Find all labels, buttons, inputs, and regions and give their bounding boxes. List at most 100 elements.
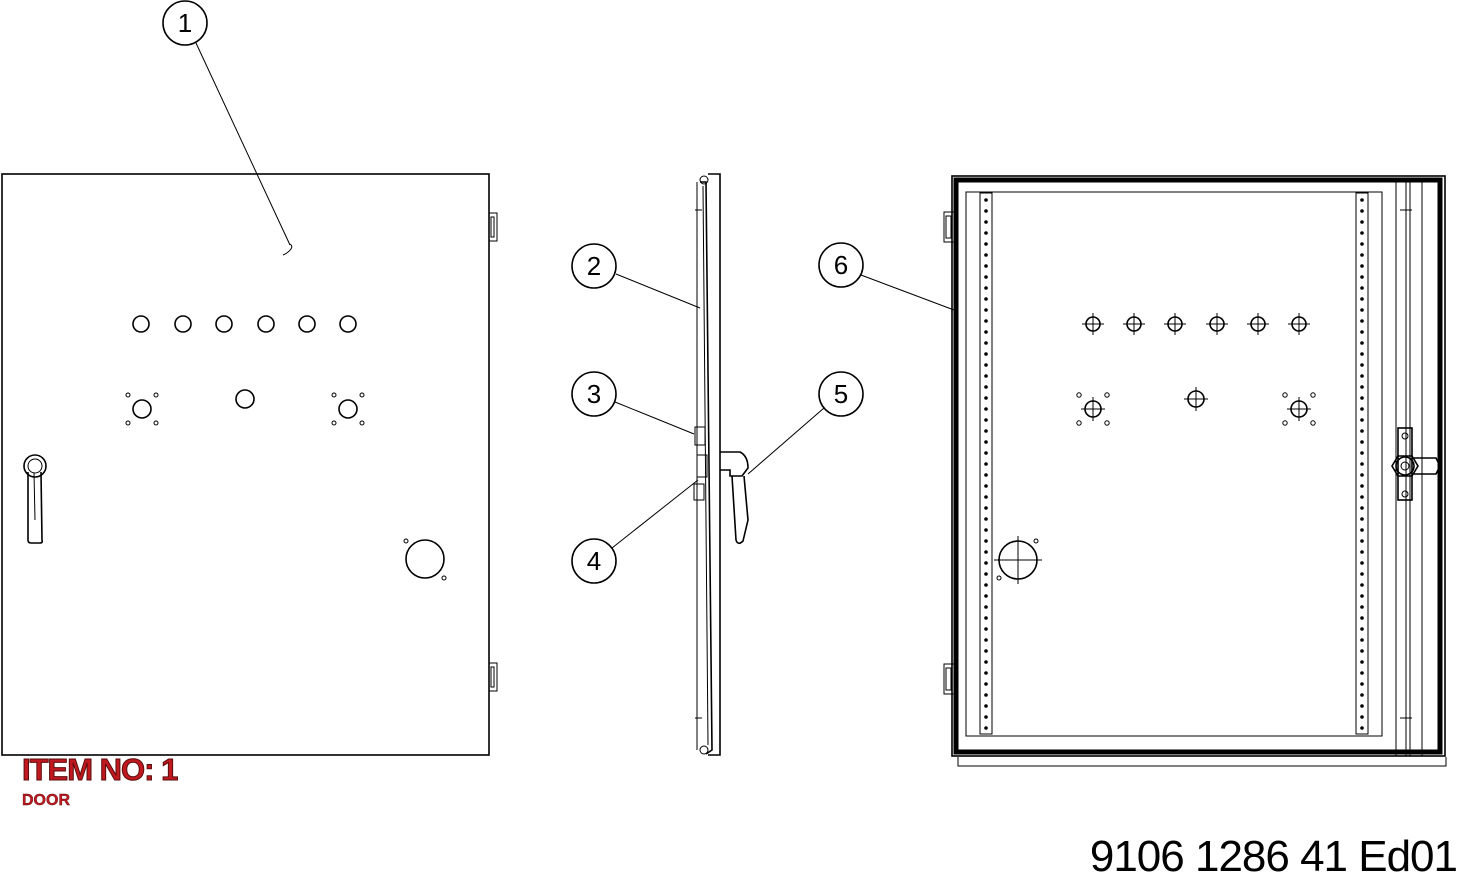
rail-hole bbox=[1360, 341, 1364, 345]
rail-hole bbox=[984, 352, 988, 356]
rail-hole bbox=[984, 506, 988, 510]
rail-hole bbox=[984, 715, 988, 719]
rail-hole bbox=[984, 473, 988, 477]
rail-hole bbox=[984, 693, 988, 697]
rail-hole bbox=[984, 462, 988, 466]
door-rear-view bbox=[943, 175, 1447, 767]
rail-hole bbox=[1360, 231, 1364, 235]
rail-hole bbox=[984, 297, 988, 301]
rail-hole bbox=[1360, 495, 1364, 499]
rail-hole bbox=[984, 671, 988, 675]
indicator-hole-row bbox=[132, 315, 357, 333]
rail-hole bbox=[1360, 594, 1364, 598]
rail-hole bbox=[1360, 605, 1364, 609]
rail-hole bbox=[1360, 572, 1364, 576]
rail-hole bbox=[1360, 616, 1364, 620]
rail-hole bbox=[984, 308, 988, 312]
rail-hole bbox=[1360, 473, 1364, 477]
rail-hole bbox=[1360, 198, 1364, 202]
left-rail-holes bbox=[984, 198, 988, 730]
rail-hole bbox=[1360, 638, 1364, 642]
rail-hole bbox=[984, 627, 988, 631]
rail-hole bbox=[984, 440, 988, 444]
rail-hole bbox=[984, 484, 988, 488]
rail-hole bbox=[984, 649, 988, 653]
rail-hole bbox=[1360, 726, 1364, 730]
item-name: DOOR bbox=[22, 792, 70, 809]
rail-hole bbox=[984, 517, 988, 521]
document-number: 9106 1286 41 Ed01 bbox=[1089, 832, 1458, 881]
rail-hole bbox=[984, 209, 988, 213]
rail-hole bbox=[1360, 462, 1364, 466]
rail-hole bbox=[1360, 429, 1364, 433]
rail-hole bbox=[1360, 528, 1364, 532]
rail-hole bbox=[1360, 396, 1364, 400]
door-side-view bbox=[693, 173, 749, 756]
rail-hole bbox=[1360, 264, 1364, 268]
rail-hole bbox=[1360, 220, 1364, 224]
rail-hole bbox=[984, 374, 988, 378]
rear-hole-crosshair bbox=[1164, 313, 1186, 335]
rail-hole bbox=[1360, 242, 1364, 246]
rail-hole bbox=[1360, 561, 1364, 565]
rail-hole bbox=[1360, 550, 1364, 554]
rail-hole bbox=[1360, 253, 1364, 257]
rail-hole bbox=[1360, 660, 1364, 664]
item-number-title: ITEM NO: 1 bbox=[21, 752, 178, 788]
rail-hole bbox=[1360, 275, 1364, 279]
rail-hole bbox=[984, 253, 988, 257]
rail-hole bbox=[984, 231, 988, 235]
rail-hole bbox=[984, 330, 988, 334]
rail-hole bbox=[984, 385, 988, 389]
rail-hole bbox=[1360, 330, 1364, 334]
balloon-5: 5 bbox=[747, 371, 864, 475]
rail-hole bbox=[1360, 704, 1364, 708]
rail-hole bbox=[984, 418, 988, 422]
rail-hole bbox=[984, 539, 988, 543]
rail-hole bbox=[984, 396, 988, 400]
rail-hole bbox=[1360, 319, 1364, 323]
rail-hole bbox=[1360, 407, 1364, 411]
balloon-4-label: 4 bbox=[587, 546, 601, 576]
rail-hole bbox=[1360, 352, 1364, 356]
balloon-6: 6 bbox=[818, 242, 955, 311]
rear-switch-holes bbox=[1076, 387, 1316, 426]
rear-hole-crosshair bbox=[1288, 313, 1310, 335]
rail-hole bbox=[1360, 671, 1364, 675]
rail-hole bbox=[984, 495, 988, 499]
rail-hole bbox=[984, 572, 988, 576]
rail-hole bbox=[984, 605, 988, 609]
rear-lock bbox=[1391, 427, 1441, 501]
balloon-2-label: 2 bbox=[587, 251, 601, 281]
rail-hole bbox=[1360, 517, 1364, 521]
rail-hole bbox=[984, 528, 988, 532]
rail-hole bbox=[1360, 682, 1364, 686]
rear-hole-crosshair bbox=[1206, 313, 1228, 335]
rail-hole bbox=[1360, 286, 1364, 290]
rail-hole bbox=[984, 198, 988, 202]
rear-hole-crosshair bbox=[1247, 313, 1269, 335]
rear-hole-crosshair bbox=[1082, 313, 1104, 335]
rail-hole bbox=[1360, 539, 1364, 543]
rail-hole bbox=[984, 341, 988, 345]
rail-hole bbox=[1360, 363, 1364, 367]
rail-hole bbox=[1360, 715, 1364, 719]
rail-hole bbox=[984, 616, 988, 620]
rail-hole bbox=[984, 242, 988, 246]
balloon-3: 3 bbox=[571, 371, 695, 435]
rail-hole bbox=[1360, 649, 1364, 653]
rail-hole bbox=[1360, 440, 1364, 444]
rail-hole bbox=[984, 638, 988, 642]
door-handle bbox=[23, 454, 47, 544]
rail-hole bbox=[984, 220, 988, 224]
rail-hole bbox=[1360, 297, 1364, 301]
rail-hole bbox=[984, 660, 988, 664]
right-rail-holes bbox=[1360, 198, 1364, 730]
rail-hole bbox=[984, 682, 988, 686]
rail-hole bbox=[984, 550, 988, 554]
rail-hole bbox=[1360, 374, 1364, 378]
rear-hole-row bbox=[1082, 313, 1310, 335]
rail-hole bbox=[1360, 583, 1364, 587]
rail-hole bbox=[984, 561, 988, 565]
